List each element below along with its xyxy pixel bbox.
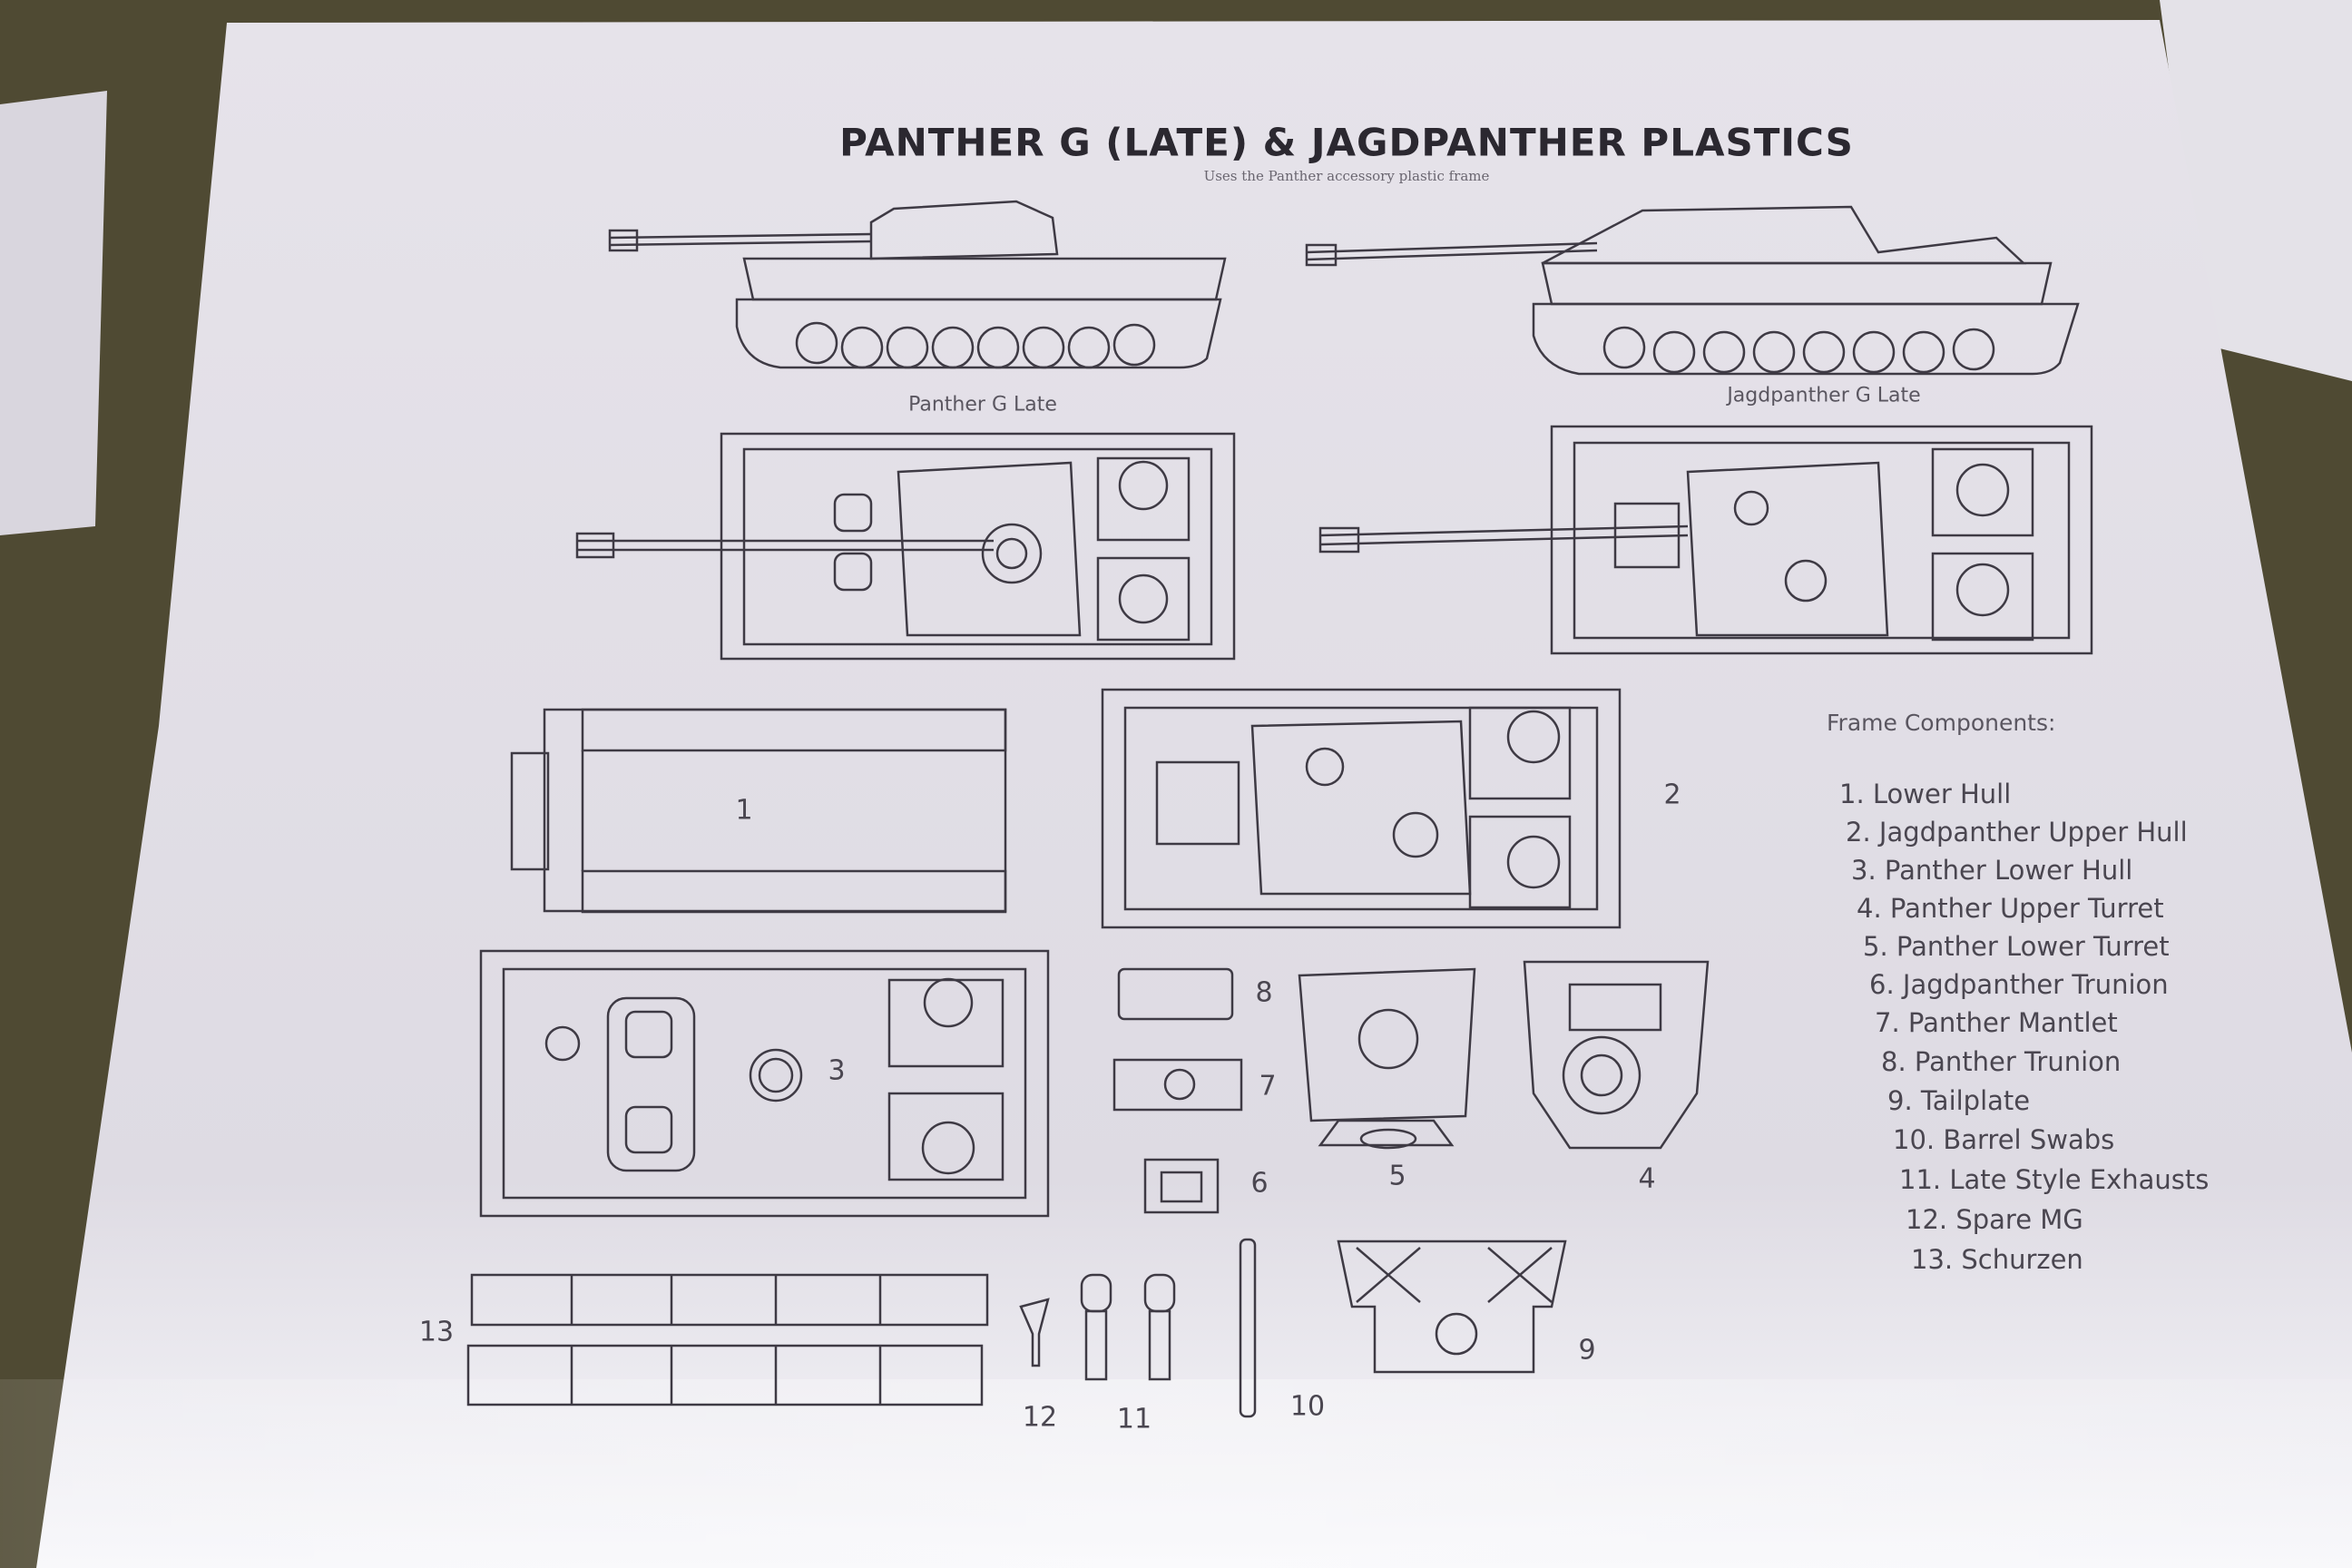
part-6-jagdpanther-trunion xyxy=(1143,1158,1220,1214)
panther-side-view xyxy=(608,200,1227,369)
components-heading: Frame Components: xyxy=(1827,710,2056,736)
part-3-panther-lower-hull xyxy=(479,949,1050,1218)
caption-panther: Panther G Late xyxy=(908,393,1057,416)
mantlet-hole xyxy=(1163,1068,1196,1101)
part-label-1: 1 xyxy=(735,794,753,827)
part-label-8: 8 xyxy=(1255,976,1273,1009)
caption-jagdpanther: Jagdpanther G Late xyxy=(1727,384,1921,407)
list-item: 12. Spare MG xyxy=(1906,1204,2083,1235)
part-label-5: 5 xyxy=(1388,1160,1406,1192)
left-sheet xyxy=(0,91,107,535)
part-label-10: 10 xyxy=(1289,1390,1326,1423)
part-label-7: 7 xyxy=(1259,1070,1277,1102)
list-item: 1. Lower Hull xyxy=(1839,779,2012,809)
diagrams xyxy=(466,200,2093,1418)
part-5-panther-lower-turret xyxy=(1298,967,1476,1150)
list-item: 5. Panther Lower Turret xyxy=(1863,931,2170,962)
list-item: 2. Jagdpanther Upper Hull xyxy=(1846,817,2188,848)
part-label-12: 12 xyxy=(1022,1401,1058,1434)
list-item: 6. Jagdpanther Trunion xyxy=(1869,969,2169,1000)
glare xyxy=(0,1379,2352,1568)
part-11-exhausts xyxy=(1080,1273,1176,1381)
part-label-3: 3 xyxy=(828,1054,846,1087)
list-item: 10. Barrel Swabs xyxy=(1893,1124,2115,1155)
part-1-lower-hull xyxy=(510,708,1007,914)
part-2-jagdpanther-upper-hull xyxy=(1101,688,1622,929)
panther-top-view xyxy=(575,432,1236,661)
part-label-13: 13 xyxy=(418,1316,455,1348)
list-item: 7. Panther Mantlet xyxy=(1875,1007,2118,1038)
part-4-panther-upper-turret xyxy=(1523,960,1710,1150)
part-label-6: 6 xyxy=(1250,1167,1269,1200)
list-item: 8. Panther Trunion xyxy=(1881,1046,2122,1077)
list-item: 4. Panther Upper Turret xyxy=(1857,893,2164,924)
subtitle: Uses the Panther accessory plastic frame xyxy=(1203,168,1490,184)
list-item: 3. Panther Lower Hull xyxy=(1851,855,2133,886)
part-8-panther-trunion xyxy=(1117,967,1234,1021)
page-title: PANTHER G (LATE) & JAGDPANTHER PLASTICS xyxy=(839,120,1854,165)
part-label-11: 11 xyxy=(1116,1403,1152,1436)
part-13-schurzen xyxy=(466,1273,989,1406)
part-12-spare-mg xyxy=(1019,1298,1050,1367)
list-item: 9. Tailplate xyxy=(1887,1085,2031,1116)
part-label-2: 2 xyxy=(1663,779,1681,811)
part-9-tailplate xyxy=(1337,1240,1567,1374)
part-10-barrel-swab xyxy=(1239,1238,1257,1418)
part-label-9: 9 xyxy=(1578,1334,1596,1367)
jagdpanther-side-view xyxy=(1305,205,2080,376)
list-item: 13. Schurzen xyxy=(1911,1244,2083,1275)
part-label-4: 4 xyxy=(1638,1162,1656,1195)
jagdpanther-top-view xyxy=(1318,425,2093,655)
part-7-panther-mantlet xyxy=(1112,1058,1243,1112)
list-item: 11. Late Style Exhausts xyxy=(1899,1164,2210,1195)
paper-sheet xyxy=(36,20,2352,1568)
